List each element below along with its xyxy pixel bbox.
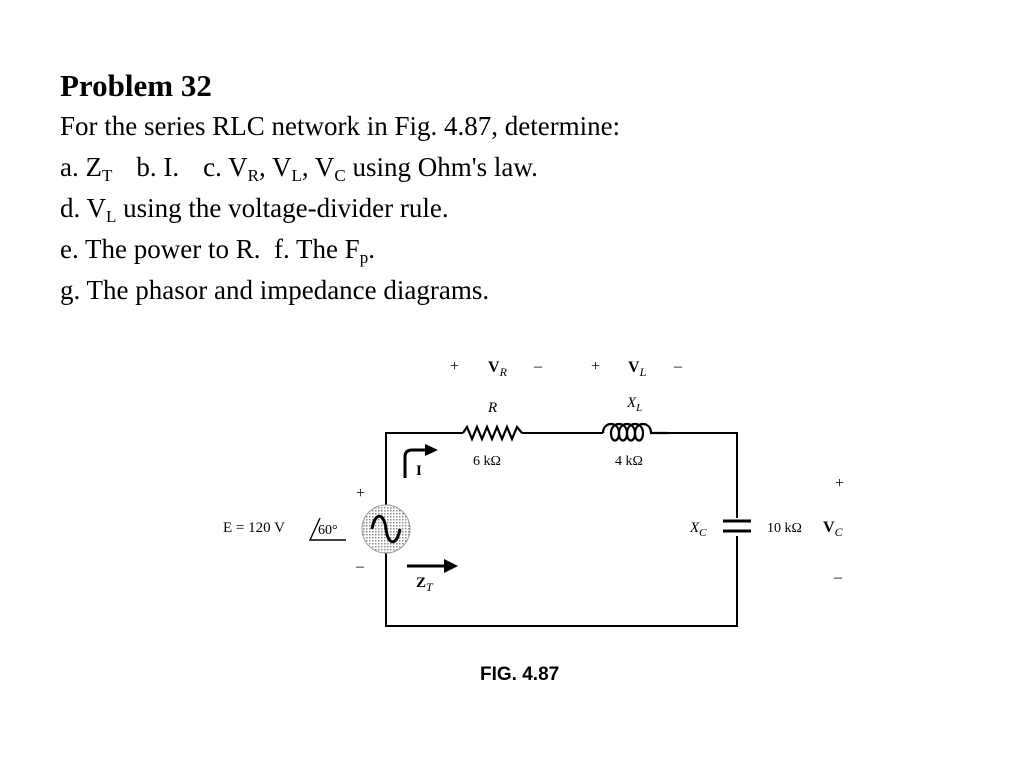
- vl-minus: –: [673, 358, 683, 375]
- inductor-value: 4 kΩ: [615, 454, 643, 469]
- vr-label: VR: [488, 359, 508, 379]
- part-c: c. V: [203, 152, 248, 182]
- part-b: b. I.: [136, 152, 180, 182]
- part-a-subscript: T: [101, 166, 113, 185]
- resistor-value: 6 kΩ: [473, 454, 501, 469]
- part-c-subscript-r: R: [247, 166, 259, 185]
- problem-part-g: g. The phasor and impedance diagrams.: [60, 275, 490, 305]
- xl-label-sub: L: [635, 402, 642, 414]
- circuit-wires: [385, 432, 738, 627]
- resistor-symbol-label: R: [487, 400, 497, 416]
- vr-label-main: V: [488, 359, 500, 376]
- vr-label-sub: R: [499, 365, 508, 379]
- xc-label-sub: C: [699, 527, 707, 539]
- vc-minus: –: [833, 569, 843, 586]
- vc-plus: +: [835, 475, 844, 492]
- source-angle: 60°: [318, 523, 338, 538]
- figure-caption: FIG. 4.87: [480, 664, 559, 685]
- zt-label-main: Z: [416, 575, 426, 591]
- source-minus: –: [355, 558, 365, 575]
- part-c-sep2: , V: [301, 152, 335, 182]
- capacitor-symbol: [723, 519, 751, 533]
- angle-symbol: [308, 517, 346, 541]
- source-voltage-label: E = 120 V: [223, 520, 285, 536]
- problem-title: Problem 32: [60, 68, 212, 103]
- part-a: a. Z: [60, 152, 102, 182]
- vc-label-main: V: [823, 519, 835, 536]
- current-label: I: [416, 463, 422, 479]
- zt-label-sub: T: [426, 580, 434, 594]
- part-c-sep1: , V: [258, 152, 292, 182]
- vl-label-sub: L: [639, 365, 647, 379]
- xl-label-main: X: [626, 395, 637, 411]
- impedance-arrow: [407, 559, 458, 573]
- current-arrow: [403, 444, 438, 478]
- vl-label-main: V: [628, 359, 640, 376]
- part-c-subscript-l: L: [291, 166, 302, 185]
- source-plus: +: [356, 485, 365, 502]
- resistor-symbol: [462, 424, 523, 442]
- capacitor-value: 10 kΩ: [767, 521, 802, 536]
- part-c-suffix: using Ohm's law.: [345, 152, 538, 182]
- problem-intro: For the series RLC network in Fig. 4.87,…: [60, 111, 621, 141]
- xc-label-main: X: [689, 520, 700, 536]
- part-f-subscript: p: [359, 248, 369, 267]
- vr-minus: –: [533, 358, 543, 375]
- part-d-subscript: L: [106, 207, 117, 226]
- part-d-suffix: using the voltage-divider rule.: [116, 193, 449, 223]
- vr-plus: +: [450, 358, 459, 375]
- xc-label: XC: [689, 520, 707, 539]
- zt-label: ZT: [416, 575, 434, 594]
- part-ef: e. The power to R. f. The F: [60, 234, 360, 264]
- vl-plus: +: [591, 358, 600, 375]
- part-f-suffix: .: [368, 234, 375, 264]
- ac-source-symbol: [361, 504, 411, 554]
- xl-label: XL: [626, 395, 642, 414]
- inductor-symbol: [601, 422, 668, 442]
- vc-label-sub: C: [835, 525, 844, 539]
- vc-label: VC: [823, 519, 844, 539]
- problem-parts-ef: e. The power to R. f. The Fp.: [60, 229, 620, 270]
- problem-part-d: d. VL using the voltage-divider rule.: [60, 188, 620, 229]
- part-d: d. V: [60, 193, 107, 223]
- part-c-subscript-c: C: [334, 166, 346, 185]
- vl-label: VL: [628, 359, 647, 379]
- problem-statement: Problem 32 For the series RLC network in…: [60, 66, 620, 311]
